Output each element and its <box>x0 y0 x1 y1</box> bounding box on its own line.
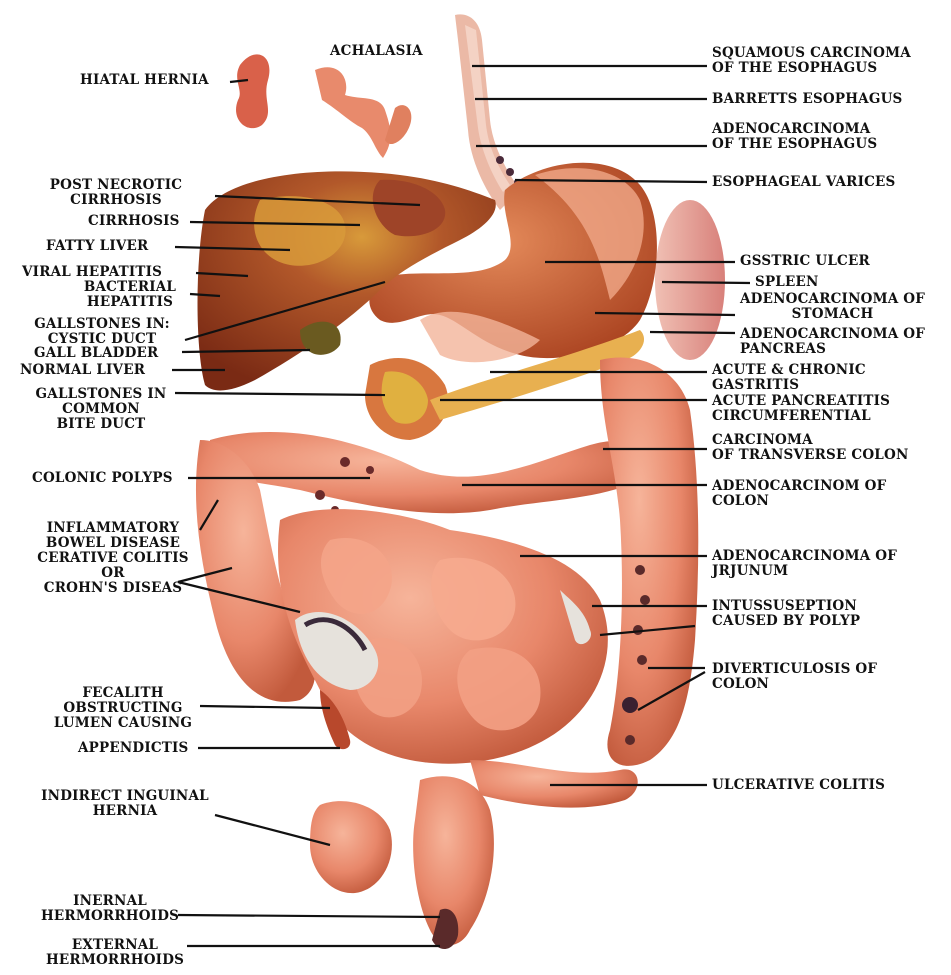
label-line: OBSTRUCTING <box>48 701 198 716</box>
label-line: INFLAMMATORY <box>8 521 218 536</box>
label-line: LUMEN CAUSING <box>48 716 198 731</box>
label-adenocarcinoma-stomach: ADENOCARCINOMA OF STOMACH <box>740 292 925 322</box>
sigmoid-rectum-illustration <box>413 760 638 949</box>
label-external-hemorrhoids: EXTERNAL HERMORRHOIDS <box>40 938 190 968</box>
label-line: HERMORRHOIDS <box>40 909 180 924</box>
label-adenocarcinoma-jejunum: ADENOCARCINOMA OF JRJUNUM <box>712 549 897 579</box>
label-line: COMMON <box>26 402 176 417</box>
label-line: INTUSSUSEPTION <box>712 599 860 614</box>
label-gallstones-common: GALLSTONES IN COMMON BITE DUCT <box>26 387 176 432</box>
inguinal-hernia-illustration <box>310 801 392 893</box>
label-line: OF THE ESOPHAGUS <box>712 61 911 76</box>
label-line: STOMACH <box>740 307 925 322</box>
label-line: OR <box>8 566 218 581</box>
label-line: BACTERIAL <box>70 280 190 295</box>
label-viral-hepatitis: VIRAL HEPATITIS <box>22 265 162 280</box>
label-post-necrotic: POST NECROTIC CIRRHOSIS <box>26 178 206 208</box>
label-spleen: SPLEEN <box>755 275 819 290</box>
label-line: OF THE ESOPHAGUS <box>712 137 877 152</box>
label-line: ADENOCARCINOMA OF <box>712 549 897 564</box>
label-line: BITE DUCT <box>26 417 176 432</box>
label-ibd: INFLAMMATORY BOWEL DISEASE CERATIVE COLI… <box>8 521 218 596</box>
label-line: SQUAMOUS CARCINOMA <box>712 46 911 61</box>
label-achalasia: ACHALASIA <box>330 44 423 59</box>
label-adenocarcinoma-pancreas: ADENOCARCINOMA OF PANCREAS <box>740 327 925 357</box>
label-internal-hemorrhoids: INERNAL HERMORRHOIDS <box>40 894 180 924</box>
label-carcinoma-transverse-colon: CARCINOMA OF TRANSVERSE COLON <box>712 433 909 463</box>
label-esophageal-varices: ESOPHAGEAL VARICES <box>712 175 895 190</box>
label-line: GASTRITIS <box>712 378 866 393</box>
label-line: ACUTE PANCREATITIS <box>712 394 890 409</box>
label-colonic-polyps: COLONIC POLYPS <box>32 471 173 486</box>
label-adenocarcinoma-esophagus: ADENOCARCINOMA OF THE ESOPHAGUS <box>712 122 877 152</box>
label-line: CROHN'S DISEAS <box>8 581 218 596</box>
label-line: JRJUNUM <box>712 564 897 579</box>
label-line: INERNAL <box>40 894 180 909</box>
label-line: GALLSTONES IN: <box>12 317 192 332</box>
label-line: CIRRHOSIS <box>26 193 206 208</box>
label-line: ADENOCARCINOMA <box>712 122 877 137</box>
label-line: CERATIVE COLITIS <box>8 551 218 566</box>
label-line: CAUSED BY POLYP <box>712 614 860 629</box>
label-pancreatitis: ACUTE PANCREATITIS CIRCUMFERENTIAL <box>712 394 890 424</box>
label-line: CARCINOMA <box>712 433 909 448</box>
label-fatty-liver: FATTY LIVER <box>46 239 148 254</box>
label-hiatal-hernia: HIATAL HERNIA <box>80 73 209 88</box>
label-barretts-esophagus: BARRETTS ESOPHAGUS <box>712 92 903 107</box>
label-inguinal-hernia: INDIRECT INGUINAL HERNIA <box>30 789 220 819</box>
label-line: ADENOCARCINOMA OF <box>740 327 925 342</box>
label-line: ADENOCARCINOMA OF <box>740 292 925 307</box>
label-normal-liver: NORMAL LIVER <box>20 363 145 378</box>
label-bacterial-hepatitis: BACTERIAL HEPATITIS <box>70 280 190 310</box>
label-adenocarcinoma-colon: ADENOCARCINOM OF COLON <box>712 479 886 509</box>
label-squamous-carcinoma: SQUAMOUS CARCINOMA OF THE ESOPHAGUS <box>712 46 911 76</box>
label-line: POST NECROTIC <box>26 178 206 193</box>
label-line: BOWEL DISEASE <box>8 536 218 551</box>
label-gall-bladder: GALL BLADDER <box>34 346 158 361</box>
label-line: ACUTE & CHRONIC <box>712 363 866 378</box>
label-line: HERMORRHOIDS <box>40 953 190 968</box>
esophagus-illustration <box>455 14 520 210</box>
label-line: FECALITH <box>48 686 198 701</box>
label-gastric-ulcer: GSSTRIC ULCER <box>740 254 870 269</box>
label-intussusception: INTUSSUSEPTION CAUSED BY POLYP <box>712 599 860 629</box>
spleen-illustration <box>655 200 725 360</box>
label-line: COLON <box>712 677 877 692</box>
label-line: HEPATITIS <box>70 295 190 310</box>
label-line: CIRCUMFERENTIAL <box>712 409 890 424</box>
label-fecalith: FECALITH OBSTRUCTING LUMEN CAUSING <box>48 686 198 731</box>
label-diverticulosis: DIVERTICULOSIS OF COLON <box>712 662 877 692</box>
label-line: COLON <box>712 494 886 509</box>
label-gastritis: ACUTE & CHRONIC GASTRITIS <box>712 363 866 393</box>
label-ulcerative-colitis: ULCERATIVE COLITIS <box>712 778 885 793</box>
label-line: INDIRECT INGUINAL <box>30 789 220 804</box>
label-line: EXTERNAL <box>40 938 190 953</box>
label-line: OF TRANSVERSE COLON <box>712 448 909 463</box>
label-cirrhosis: CIRRHOSIS <box>88 214 180 229</box>
hiatal-hernia-illustration <box>236 54 411 158</box>
label-line: GALLSTONES IN <box>26 387 176 402</box>
label-appendicitis: APPENDICTIS <box>78 741 188 756</box>
label-line: ADENOCARCINOM OF <box>712 479 886 494</box>
label-gallstones-cystic: GALLSTONES IN: CYSTIC DUCT <box>12 317 192 347</box>
label-line: DIVERTICULOSIS OF <box>712 662 877 677</box>
label-line: PANCREAS <box>740 342 925 357</box>
label-line: HERNIA <box>30 804 220 819</box>
